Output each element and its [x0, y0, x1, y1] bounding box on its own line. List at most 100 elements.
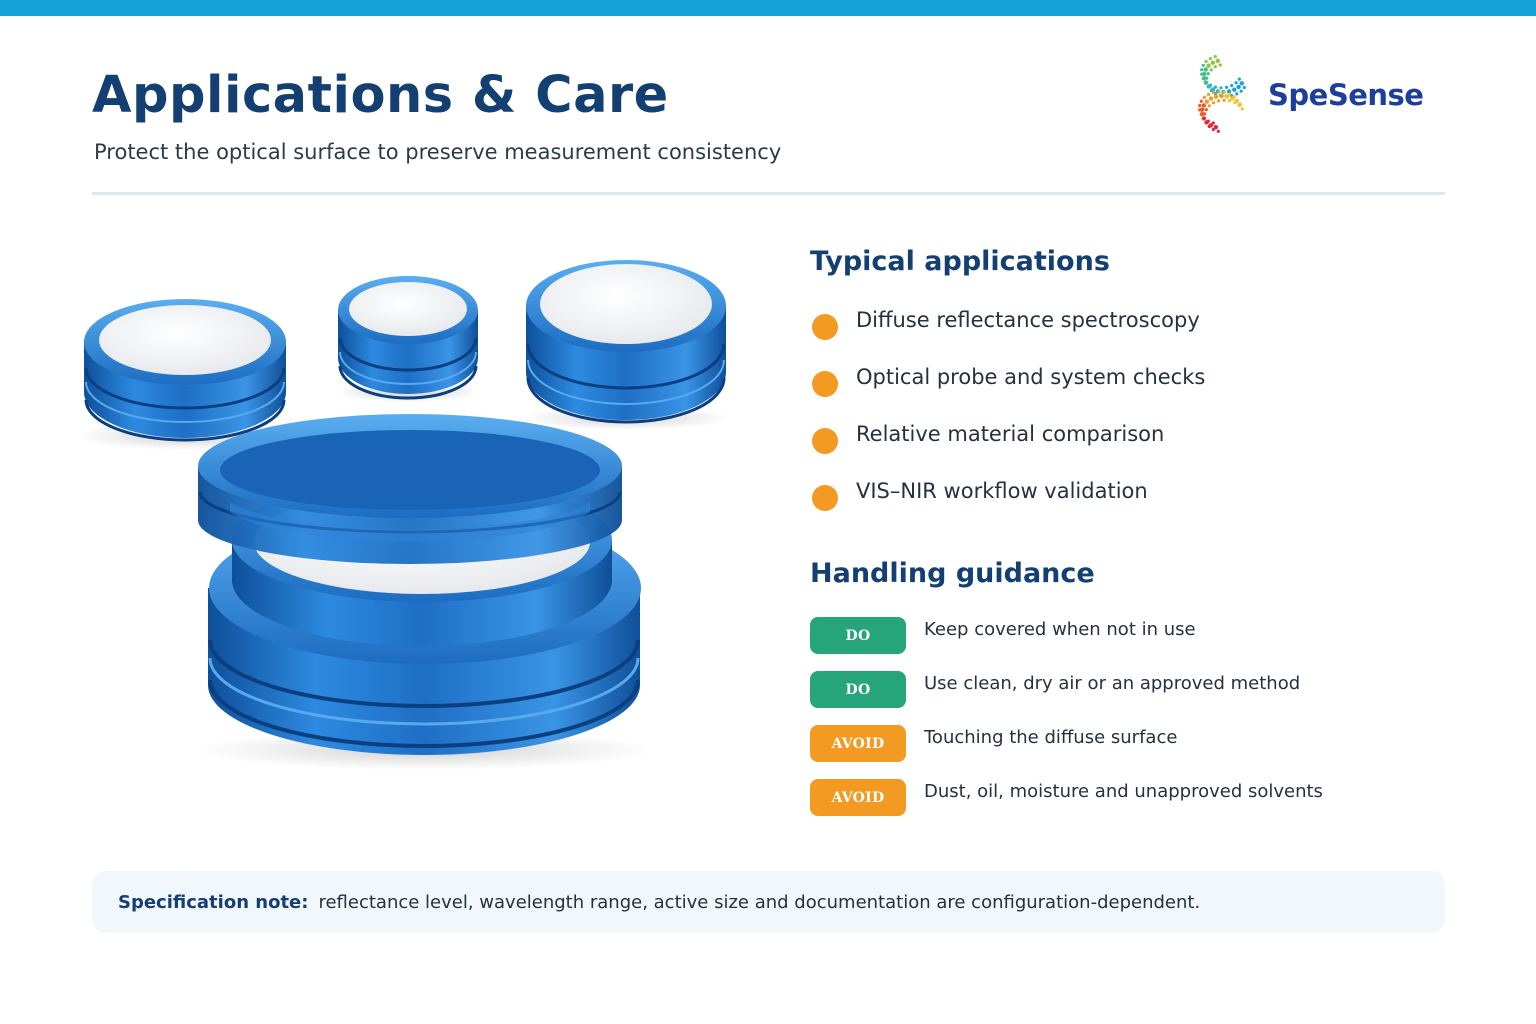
- logo-dot: [1204, 99, 1209, 104]
- logo-dot: [1216, 129, 1220, 133]
- logo-dot: [1201, 103, 1206, 108]
- logo-dot: [1219, 86, 1223, 90]
- application-text: Diffuse reflectance spectroscopy: [856, 308, 1200, 332]
- logo-dot: [1233, 100, 1237, 105]
- guidance-row: DO Keep covered when not in use: [810, 617, 1430, 655]
- application-item: VIS–NIR workflow validation: [810, 479, 1430, 519]
- application-item: Optical probe and system checks: [810, 365, 1430, 405]
- logo-dot: [1209, 68, 1213, 72]
- logo-dot: [1202, 116, 1206, 120]
- do-badge: DO: [810, 617, 906, 654]
- logo-dot: [1213, 65, 1217, 69]
- guidance-text: Touching the diffuse surface: [924, 727, 1178, 748]
- avoid-badge: AVOID: [810, 779, 906, 816]
- logo-dot: [1219, 93, 1224, 99]
- logo-dot: [1201, 63, 1205, 67]
- bullet-dot-icon: [812, 371, 838, 397]
- application-text: Relative material comparison: [856, 422, 1165, 446]
- logo-dot: [1209, 89, 1213, 93]
- guidance-row: DO Use clean, dry air or an approved met…: [810, 671, 1430, 709]
- logo-dot: [1242, 85, 1246, 90]
- logo-dot: [1213, 55, 1217, 59]
- logo-dot: [1213, 94, 1219, 99]
- logo-dot: [1199, 112, 1203, 116]
- guidance-text: Keep covered when not in use: [924, 619, 1196, 640]
- top-accent-bar: [0, 0, 1536, 16]
- logo-dot: [1239, 81, 1244, 86]
- specification-note-label: Specification note:: [118, 891, 309, 913]
- logo-dot: [1237, 103, 1241, 107]
- logo-dot: [1207, 104, 1211, 108]
- logo-dot: [1200, 68, 1204, 72]
- logo-dot: [1205, 76, 1209, 80]
- bullet-dot-icon: [812, 485, 838, 511]
- logo-dot: [1237, 77, 1241, 81]
- logo-dot: [1203, 67, 1208, 72]
- logo-dot: [1232, 87, 1237, 92]
- logo-dot: [1202, 76, 1207, 81]
- logo-dot: [1206, 72, 1210, 76]
- reflectance-puck-right: [522, 260, 730, 430]
- brand-name: SpeSense: [1268, 78, 1424, 112]
- logo-dot: [1228, 99, 1232, 103]
- logo-dot: [1200, 107, 1205, 112]
- bullet-dot-icon: [812, 314, 838, 340]
- logo-dot: [1218, 63, 1222, 67]
- reflectance-puck-left: [75, 299, 295, 450]
- do-badge: DO: [810, 671, 906, 708]
- guidance-text: Dust, oil, moisture and unapproved solve…: [924, 781, 1323, 802]
- logo-dot: [1198, 103, 1202, 108]
- logo-dot: [1202, 95, 1206, 99]
- guidance-row: AVOID Dust, oil, moisture and unapproved…: [810, 779, 1430, 817]
- logo-dot: [1206, 119, 1210, 123]
- logo-dot: [1208, 123, 1213, 128]
- spesense-s-mark-icon: [1198, 55, 1246, 133]
- logo-dot: [1213, 125, 1218, 130]
- guidance-row: AVOID Touching the diffuse surface: [810, 725, 1430, 763]
- logo-dot: [1211, 127, 1215, 132]
- product-photo-reflectance-standards: [75, 260, 730, 770]
- page-subtitle: Protect the optical surface to preserve …: [94, 140, 782, 164]
- logo-dot: [1211, 121, 1215, 125]
- header-divider: [92, 192, 1445, 195]
- logo-dot: [1210, 60, 1215, 65]
- logo-dot: [1198, 108, 1202, 112]
- logo-dot: [1215, 58, 1220, 63]
- specification-note: Specification note: reflectance level, w…: [92, 871, 1445, 933]
- logo-dot: [1236, 84, 1241, 90]
- logo-dot: [1235, 92, 1239, 96]
- guidance-text: Use clean, dry air or an approved method: [924, 673, 1301, 694]
- logo-dot: [1208, 56, 1212, 61]
- avoid-badge: AVOID: [810, 725, 906, 762]
- logo-dot: [1239, 89, 1243, 93]
- reflectance-standard-large-with-lid: [195, 414, 655, 770]
- logo-dot: [1204, 59, 1208, 64]
- logo-dot: [1217, 99, 1221, 103]
- application-text: Optical probe and system checks: [856, 365, 1206, 389]
- logo-dot: [1213, 85, 1218, 89]
- application-text: VIS–NIR workflow validation: [856, 479, 1148, 503]
- brand-logo: SpeSense: [1190, 54, 1448, 136]
- typical-applications-heading: Typical applications: [810, 246, 1110, 277]
- logo-dot: [1230, 83, 1234, 88]
- logo-dot: [1224, 94, 1230, 99]
- reflectance-puck-middle: [336, 276, 480, 402]
- logo-dot: [1222, 98, 1226, 102]
- logo-dot: [1228, 92, 1232, 96]
- logo-dot: [1217, 90, 1221, 94]
- logo-dot: [1206, 92, 1211, 96]
- logo-dot: [1223, 90, 1227, 94]
- logo-dot: [1202, 71, 1207, 77]
- logo-dot: [1208, 96, 1214, 101]
- logo-dot: [1211, 90, 1216, 95]
- logo-dot: [1240, 107, 1244, 111]
- page-title: Applications & Care: [92, 66, 669, 125]
- application-item: Relative material comparison: [810, 422, 1430, 462]
- handling-guidance-heading: Handling guidance: [810, 558, 1095, 589]
- specification-note-text: reflectance level, wavelength range, act…: [318, 891, 1201, 913]
- bullet-dot-icon: [812, 428, 838, 454]
- application-item: Diffuse reflectance spectroscopy: [810, 308, 1430, 348]
- logo-dot: [1234, 81, 1238, 85]
- logo-dot: [1206, 63, 1211, 68]
- logo-dot: [1199, 99, 1203, 103]
